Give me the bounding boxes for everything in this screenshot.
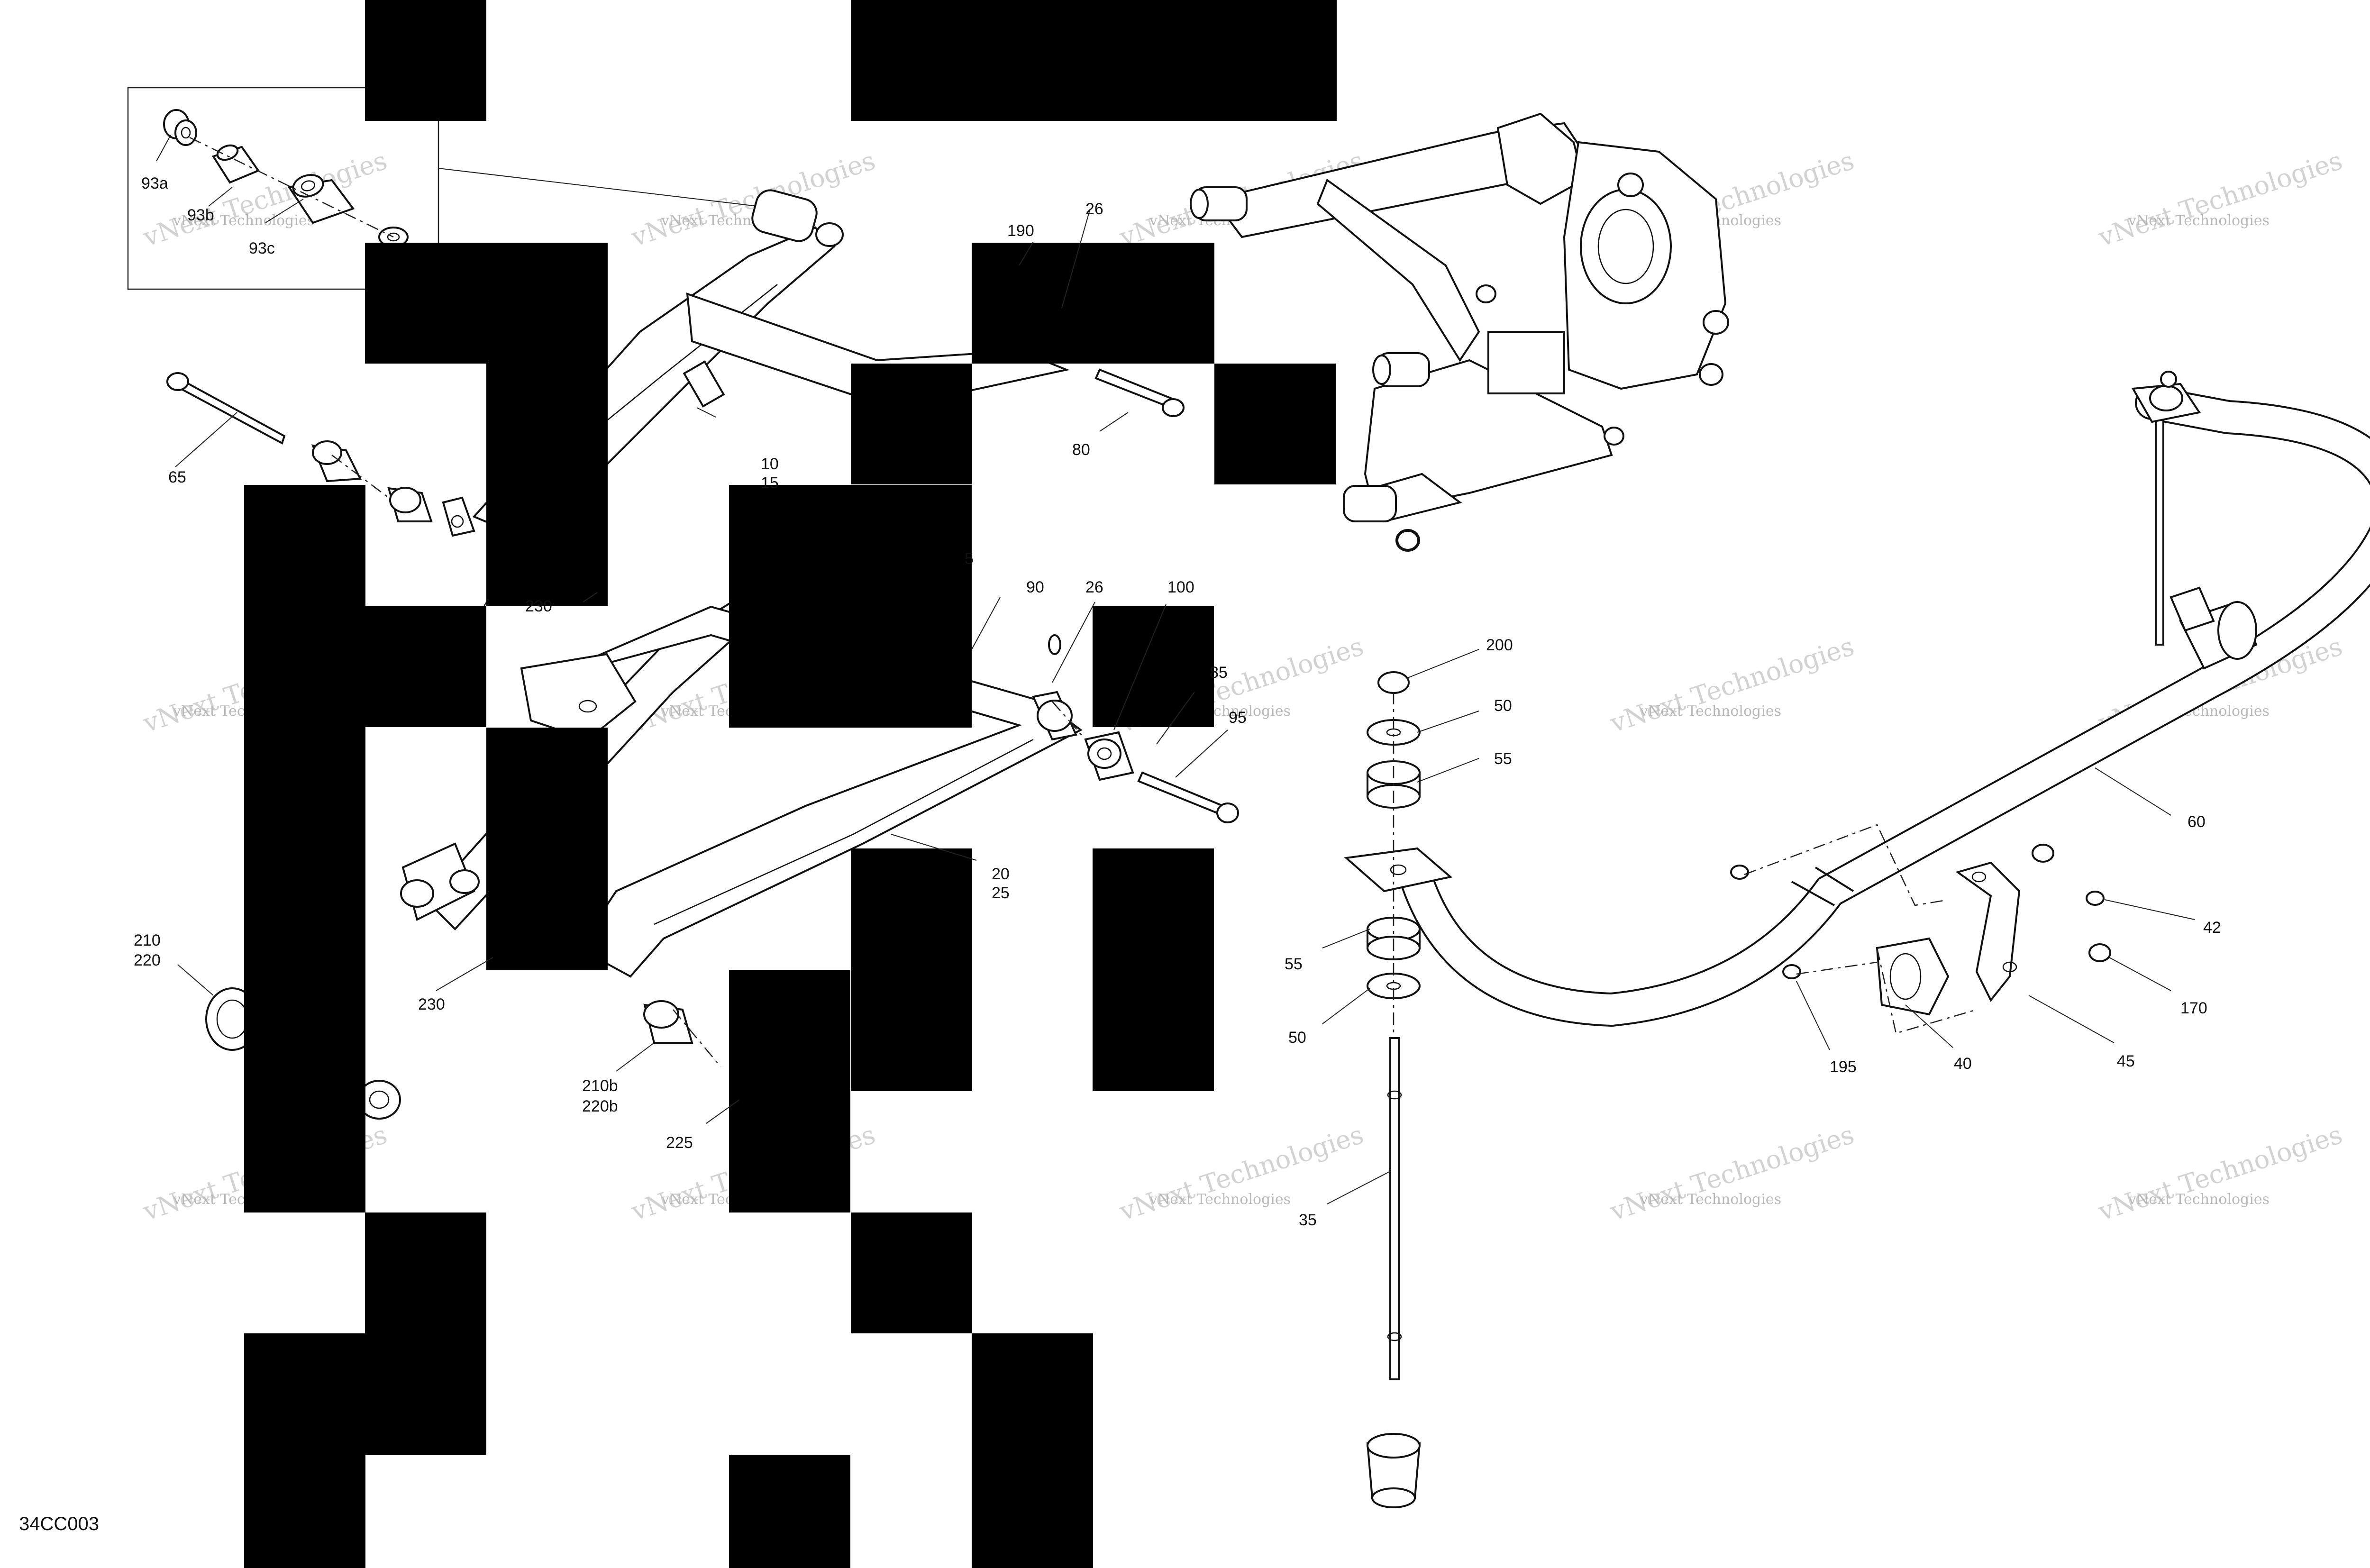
svg-text:vNext Technologies: vNext Technologies	[1640, 1191, 1781, 1208]
callout-93a: 93a	[141, 174, 168, 192]
ball-joint-part	[1372, 352, 1430, 387]
svg-text:vNext Technologies: vNext Technologies	[2095, 146, 2346, 253]
end-link-part	[2131, 371, 2201, 646]
svg-text:vNext Technologies: vNext Technologies	[1149, 1191, 1291, 1208]
sway-bar-bushing-part	[2169, 586, 2258, 670]
sway-bar	[1344, 371, 2370, 1027]
watermark: vNext Technologies vNext Technologies	[1116, 1120, 1367, 1227]
figure-code: 34CC003	[19, 1513, 99, 1534]
callouts: 93a 93b 93c 65 10 15 190 26 80 5 90 26 1…	[134, 174, 2221, 1229]
washer-part	[1048, 634, 1061, 655]
nut-part	[1377, 671, 1410, 694]
sleeve-part	[211, 144, 260, 184]
bolt-part	[1137, 771, 1239, 823]
callout-93c: 93c	[249, 239, 275, 257]
bolt-part	[1094, 368, 1185, 417]
callout-15: 15	[761, 474, 779, 492]
callout-60: 60	[2188, 813, 2206, 831]
callout-225: 225	[666, 1134, 693, 1152]
rubber-bushing-part	[1366, 1433, 1421, 1508]
callout-85: 85	[1210, 664, 1228, 682]
hub-knuckle-part	[1563, 141, 1729, 390]
callout-100: 100	[1167, 578, 1194, 596]
svg-text:vNext Technologies: vNext Technologies	[1116, 1120, 1367, 1227]
bushing-part	[643, 1000, 693, 1044]
svg-text:vNext Technologies: vNext Technologies	[173, 212, 314, 229]
knuckle-assembly	[1190, 112, 1729, 552]
watermark: vNext Technologies vNext Technologies	[1606, 631, 1858, 738]
link-rod-part	[1387, 1037, 1402, 1380]
callout-40: 40	[1954, 1055, 1972, 1073]
svg-text:vNext Technologies: vNext Technologies	[2128, 212, 2270, 229]
callout-200: 200	[1486, 636, 1513, 654]
callout-195: 195	[1830, 1058, 1857, 1076]
bolt-part	[166, 372, 286, 445]
callout-35: 35	[1299, 1211, 1317, 1229]
svg-text:vNext Technologies: vNext Technologies	[139, 146, 391, 253]
nut-part	[1730, 844, 2111, 979]
bushing-part	[1032, 691, 1077, 741]
callout-5: 5	[965, 550, 974, 568]
bushing-part	[1084, 731, 1134, 781]
svg-text:vNext Technologies: vNext Technologies	[1606, 631, 1858, 738]
callout-170: 170	[2180, 999, 2207, 1017]
watermark: vNext Technologies vNext Technologies	[1606, 1120, 1858, 1227]
callout-210b: 210b	[582, 1077, 618, 1095]
callout-90: 90	[1026, 578, 1044, 596]
callout-190: 190	[1007, 222, 1034, 240]
callout-26-lower: 26	[1085, 578, 1103, 596]
callout-50-upper: 50	[1494, 697, 1512, 715]
callout-25: 25	[992, 884, 1010, 902]
callout-26-upper: 26	[1085, 200, 1103, 218]
svg-text:vNext Technologies: vNext Technologies	[1640, 703, 1781, 720]
washer-part	[442, 496, 475, 537]
callout-42: 42	[2203, 919, 2221, 937]
callout-45: 45	[2117, 1052, 2135, 1070]
clamp-bushing-part	[1876, 937, 1950, 1016]
ball-joint-part	[1190, 186, 1248, 221]
callout-80: 80	[1072, 441, 1090, 459]
bushing-detail-inset	[127, 87, 778, 290]
leader-lines	[156, 135, 2195, 1204]
svg-text:vNext Technologies: vNext Technologies	[1606, 1120, 1858, 1227]
watermark: vNext Technologies vNext Technologies	[139, 146, 391, 253]
callout-95: 95	[1229, 709, 1247, 727]
svg-text:vNext Technologies: vNext Technologies	[2128, 1191, 2270, 1208]
bushing-part	[387, 487, 433, 522]
callout-230-upper: 230	[525, 597, 552, 615]
callout-55-upper: 55	[1494, 750, 1512, 768]
callout-55-lower: 55	[1285, 955, 1303, 973]
callout-230-lower: 230	[418, 995, 445, 1013]
redaction-blocks	[244, 0, 1337, 1568]
callout-93b: 93b	[187, 206, 214, 224]
callout-50-lower: 50	[1288, 1029, 1306, 1047]
callout-10: 10	[761, 455, 779, 473]
watermark: vNext Technologies vNext Technologies	[2095, 146, 2346, 253]
ball-joint-part	[751, 189, 844, 247]
watermark: vNext Technologies vNext Technologies	[2095, 1120, 2346, 1227]
callout-65: 65	[168, 468, 186, 486]
svg-text:vNext Technologies: vNext Technologies	[2095, 1120, 2346, 1227]
callout-20: 20	[992, 865, 1010, 883]
flange-bushing-part	[163, 109, 197, 146]
bushing-part	[311, 440, 362, 483]
bushing-part	[287, 174, 355, 224]
callout-220b: 220b	[582, 1097, 618, 1115]
callout-220: 220	[134, 951, 161, 969]
mount-bracket-part	[1955, 861, 2021, 1002]
callout-210: 210	[134, 931, 161, 949]
shock-mount-part	[400, 842, 480, 921]
